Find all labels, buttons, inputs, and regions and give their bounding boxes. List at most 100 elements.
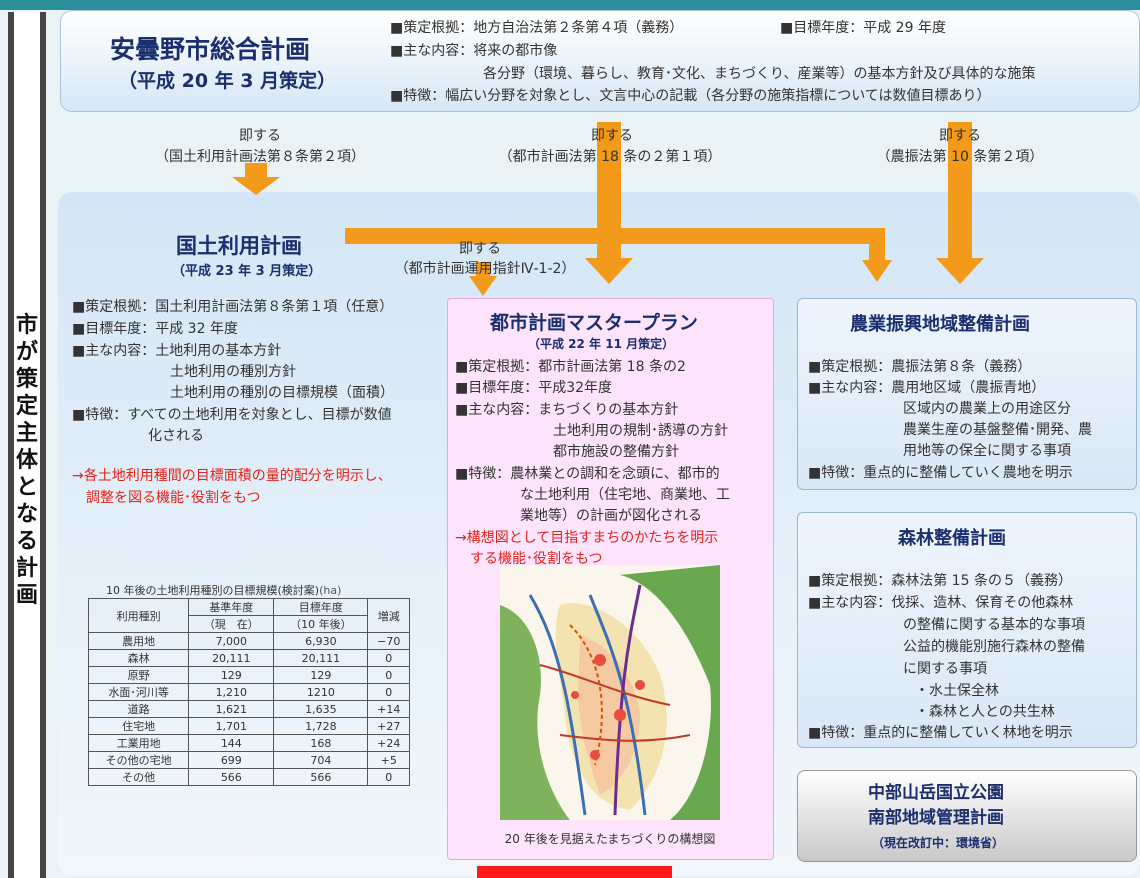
table-cell: その他の宅地 [87, 751, 190, 769]
table-cell: 566 [188, 768, 275, 786]
table-cell: 森林 [87, 649, 190, 667]
land-use-plan-line: 土地利用の種別の目標規模（面積） [170, 385, 394, 401]
connector-label-2: 即する [591, 128, 633, 144]
connector-ref-2: （都市計画法第 18 条の２第１項） [498, 149, 722, 165]
land-use-plan-subtitle: （平成 23 年 3 月策定） [172, 264, 322, 279]
forest-plan-line: ■策定根拠：森林法第 15 条の５（義務） [808, 573, 1072, 589]
table-cell: 129 [273, 666, 369, 684]
agricultural-plan-line: 農業生産の基盤整備･開発、農 [903, 422, 1092, 438]
table-cell: 7,000 [188, 632, 275, 650]
table-cell: 住宅地 [87, 717, 190, 735]
table-cell: 1,635 [273, 700, 369, 718]
agricultural-plan-line: 用地等の保全に関する事項 [903, 443, 1071, 459]
table-cell: 699 [188, 751, 275, 769]
forest-plan-line: 公益的機能別施行森林の整備 [903, 639, 1085, 655]
table-cell: 1,210 [188, 683, 275, 701]
bottom-highlight-bar [477, 866, 672, 878]
forest-plan-title: 森林整備計画 [898, 528, 1006, 549]
national-park-plan-box [797, 770, 1137, 862]
table-cell: +14 [367, 700, 410, 718]
table-cell: 20,111 [188, 649, 275, 667]
table-cell: −70 [367, 632, 410, 650]
land-use-plan-title: 国土利用計画 [176, 234, 302, 258]
comprehensive-plan-target-year: ■目標年度：平成 29 年度 [780, 20, 946, 36]
arrow-head-3 [936, 258, 984, 284]
table-caption-text: 10 年後の土地利用種別の目標規模(検討案) [106, 584, 320, 597]
master-plan-line: 業地等）の計画が図化される [520, 508, 702, 524]
agricultural-plan-line: 区域内の農業上の用途区分 [903, 401, 1071, 417]
land-use-plan-line: ■主な内容：土地利用の基本方針 [72, 343, 282, 359]
agricultural-plan-title: 農業振興地域整備計画 [850, 314, 1030, 335]
national-park-plan-title-1: 中部山岳国立公園 [868, 783, 1004, 803]
table-cell: 704 [273, 751, 369, 769]
master-plan-title: 都市計画マスタープラン [490, 312, 698, 334]
table-cell: 6,930 [273, 632, 369, 650]
table-cell: 129 [188, 666, 275, 684]
forest-plan-line: に関する事項 [903, 661, 987, 677]
arrow-head-4 [862, 260, 892, 282]
table-cell: 道路 [87, 700, 190, 718]
arrow-horizontal [345, 228, 885, 244]
table-cell: 農用地 [87, 632, 190, 650]
table-header: 基準年度 [188, 598, 275, 616]
table-cell: 0 [367, 666, 410, 684]
comprehensive-plan-content: ■主な内容：将来の都市像 [390, 43, 558, 59]
master-plan-line: 都市施設の整備方針 [553, 444, 679, 460]
connector-ref-4: （都市計画運用指針Ⅳ-1-2） [394, 261, 576, 277]
conceptual-map-image [500, 565, 720, 820]
arrow-shaft-4 [869, 228, 885, 262]
table-header: 増減 [367, 598, 410, 633]
arrow-shaft-3 [948, 122, 972, 260]
forest-plan-box [797, 512, 1137, 748]
comprehensive-plan-basis: ■策定根拠：地方自治法第２条第４項（義務） [390, 20, 684, 36]
connector-ref-1: （国土利用計画法第８条第２項） [155, 149, 365, 165]
table-cell: 1,728 [273, 717, 369, 735]
land-use-plan-line: ■目標年度：平成 32 年度 [72, 321, 238, 337]
arrow-head-2 [585, 258, 633, 284]
table-cell: 168 [273, 734, 369, 752]
land-use-table-caption: 10 年後の土地利用種別の目標規模(検討案)(ha) [106, 582, 341, 598]
connector-label-1: 即する [239, 128, 281, 144]
table-cell: 原野 [87, 666, 190, 684]
table-cell: +27 [367, 717, 410, 735]
agricultural-plan-box [797, 298, 1137, 490]
table-cell: 水面･河川等 [87, 683, 190, 701]
forest-plan-line: ■特徴：重点的に整備していく林地を明示 [808, 725, 1073, 741]
master-plan-line: ■策定根拠：都市計画法第 18 条の2 [455, 359, 686, 375]
table-cell: 1210 [273, 683, 369, 701]
comprehensive-plan-content-detail: 各分野（環境、暮らし、教育･文化、まちづくり、産業等）の基本方針及び具体的な施策 [483, 66, 1036, 82]
table-cell: 0 [367, 649, 410, 667]
comprehensive-plan-box [60, 10, 1140, 112]
top-accent-bar [0, 0, 1140, 10]
side-label: 市が策定主体となる計画 [15, 313, 38, 608]
comprehensive-plan-subtitle: （平成 20 年 3 月策定） [118, 70, 337, 92]
arrow-head-5 [469, 276, 497, 296]
agricultural-plan-line: ■策定根拠：農振法第８条（義務） [808, 359, 1032, 375]
forest-plan-line: ・水土保全林 [915, 683, 999, 699]
national-park-plan-subtitle: （現在改訂中：環境省） [872, 836, 1005, 850]
forest-plan-line: ■主な内容：伐採、造林、保育その他森林 [808, 595, 1074, 611]
master-plan-note: →構想図として目指すまちのかたちを明示 [455, 530, 719, 546]
table-header: 利用種別 [87, 598, 190, 633]
arrow-shaft-5 [476, 262, 490, 278]
table-cell: 144 [188, 734, 275, 752]
national-park-plan-title-2: 南部地域管理計画 [868, 808, 1004, 828]
table-subheader: （現 在） [188, 615, 275, 633]
land-use-plan-line: 化される [148, 428, 204, 444]
table-header: 目標年度 [273, 598, 369, 616]
master-plan-line: 土地利用の規制･誘導の方針 [553, 423, 728, 439]
land-use-plan-note: →各土地利用種間の目標面積の量的配分を明示し、 [72, 468, 392, 484]
table-cell: 1,701 [188, 717, 275, 735]
table-cell: 566 [273, 768, 369, 786]
table-cell: その他 [87, 768, 190, 786]
table-cell: 1,621 [188, 700, 275, 718]
master-plan-subtitle: （平成 22 年 11 月策定） [528, 337, 675, 351]
